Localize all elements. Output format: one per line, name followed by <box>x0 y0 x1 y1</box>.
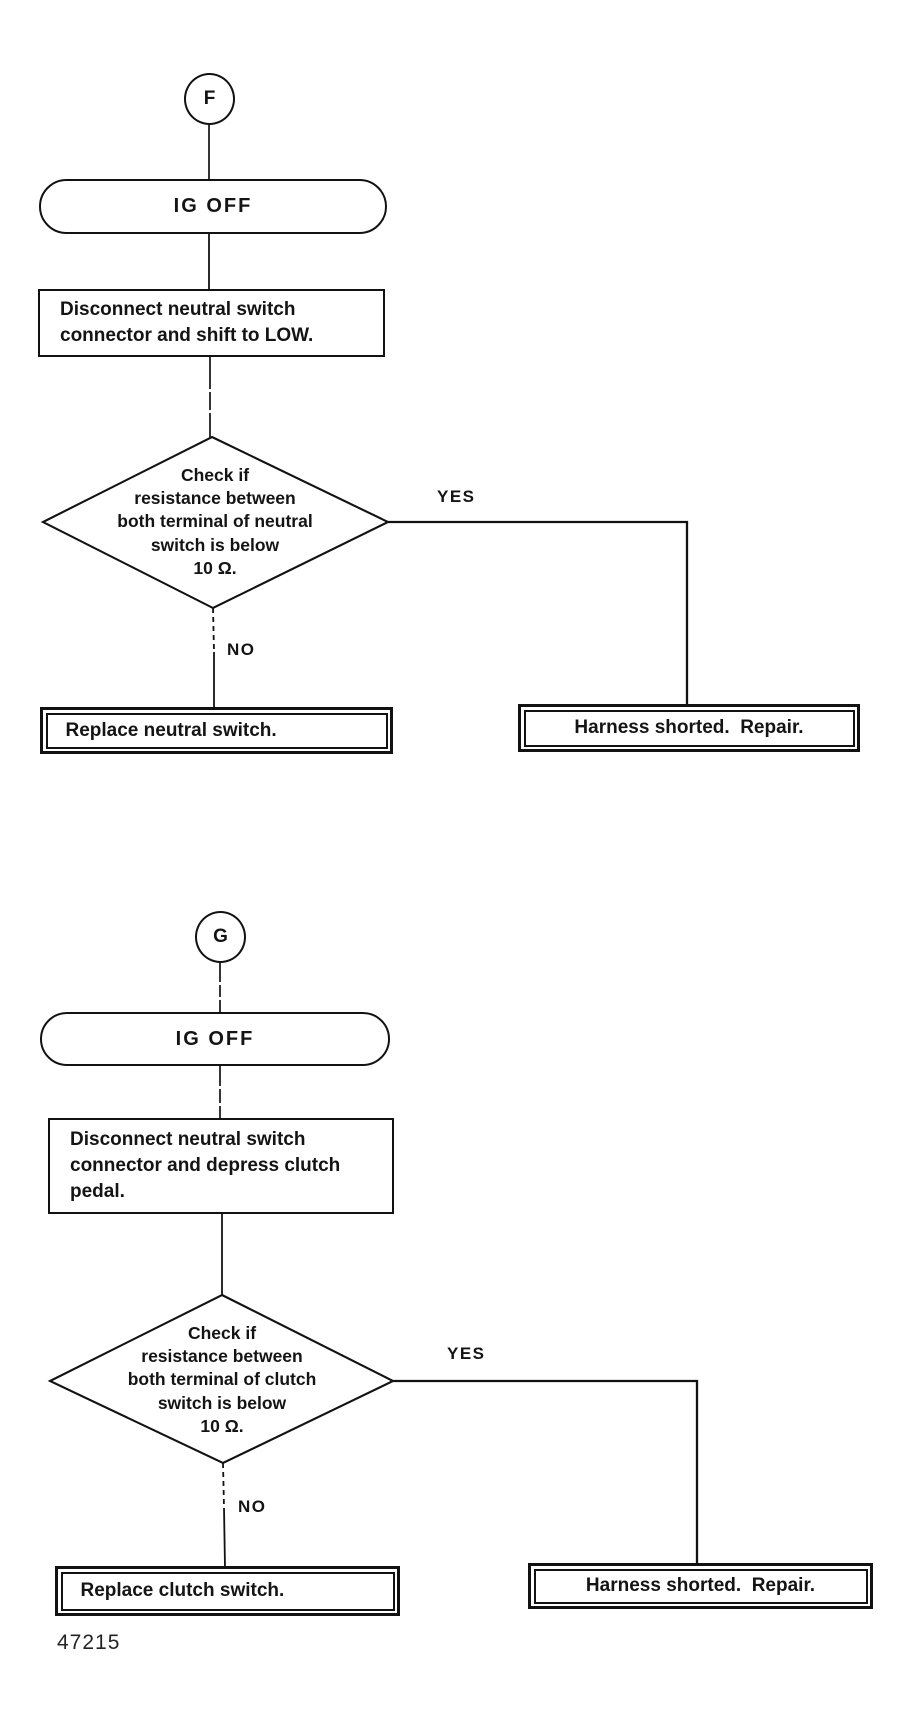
yes-label-f: YES <box>437 487 476 506</box>
yes-edge-f <box>388 520 689 705</box>
connector-label-f: F <box>203 88 216 109</box>
action-box-g-label: Disconnect neutral switch connector and … <box>70 1128 341 1203</box>
no-edge-g-dashed <box>222 1462 225 1509</box>
action-box-f-label: Disconnect neutral switch connector and … <box>60 298 314 346</box>
no-edge-f-dashed <box>212 607 215 653</box>
result-box-replace-neutral-switch: Replace neutral switch. <box>40 707 393 754</box>
decision-diamond-f-text: Check if resistance between both termina… <box>117 465 313 578</box>
no-label-f: NO <box>227 640 256 659</box>
figure-number: 47215 <box>57 1631 121 1654</box>
no-label-g: NO <box>238 1497 267 1516</box>
flow-edges-f <box>40 125 689 707</box>
flow-edges-g <box>47 962 699 1568</box>
yes-edge-g <box>393 1379 699 1565</box>
connector-circle-f: F <box>184 73 235 125</box>
result-harness-shorted-f-label: Harness shorted. Repair. <box>523 709 855 747</box>
result-replace-clutch-switch-label: Replace clutch switch. <box>60 1571 395 1611</box>
start-terminal-f-label: IG OFF <box>173 195 253 217</box>
result-box-replace-clutch-switch: Replace clutch switch. <box>55 1566 400 1616</box>
start-terminal-g: IG OFF <box>40 1012 390 1066</box>
action-box-g: Disconnect neutral switch connector and … <box>48 1118 394 1214</box>
start-terminal-g-label: IG OFF <box>175 1027 255 1050</box>
result-replace-neutral-switch-label: Replace neutral switch. <box>45 712 388 749</box>
result-box-harness-shorted-f: Harness shorted. Repair. <box>518 704 860 752</box>
yes-label-g: YES <box>447 1344 486 1363</box>
decision-diamond-g-text: Check if resistance between both termina… <box>127 1323 317 1436</box>
result-harness-shorted-g-label: Harness shorted. Repair. <box>533 1568 868 1604</box>
connector-label-g: G <box>213 926 228 947</box>
connector-circle-g: G <box>195 911 246 963</box>
result-box-harness-shorted-g: Harness shorted. Repair. <box>528 1563 873 1609</box>
no-edge-g <box>223 1507 226 1568</box>
action-box-f: Disconnect neutral switch connector and … <box>38 289 385 357</box>
start-terminal-f: IG OFF <box>39 179 387 234</box>
